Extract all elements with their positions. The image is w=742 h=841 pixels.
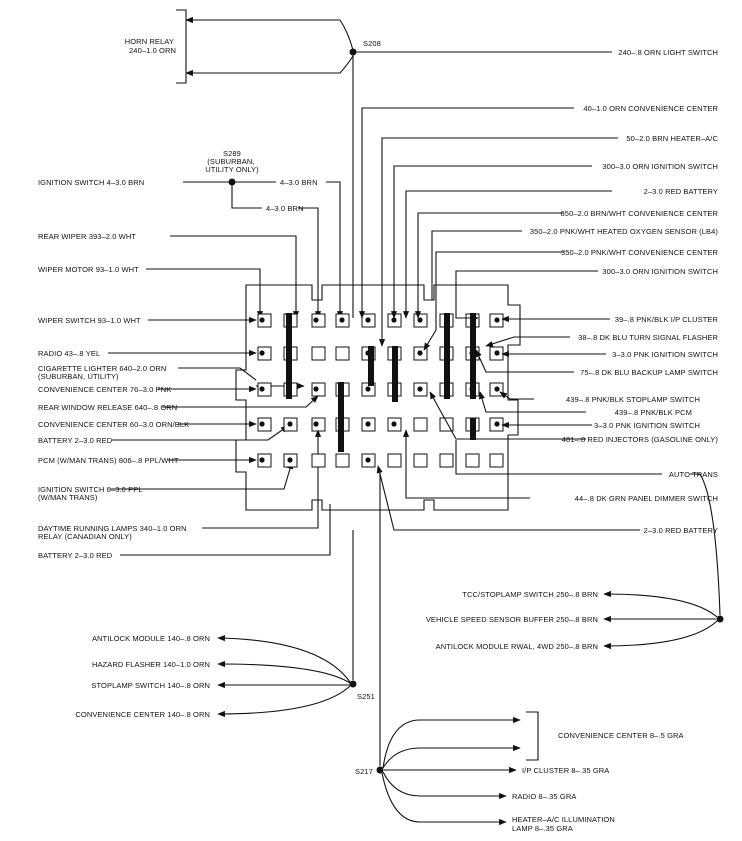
center-label-1: 4–3.0 BRN bbox=[280, 178, 318, 187]
s289-note: (SUBURBAN, UTILITY ONLY) bbox=[205, 157, 259, 174]
brown-label-vss-buffer: VEHICLE SPEED SENSOR BUFFER 250–.8 BRN bbox=[426, 615, 598, 624]
left-label-convenience-center-60: CONVENIENCE CENTER 60–3.0 ORN/BLK bbox=[38, 420, 189, 429]
left-label-battery-1: BATTERY 2–3.0 RED bbox=[38, 436, 113, 445]
left-labels: IGNITION SWITCH 4–3.0 BRN REAR WIPER 393… bbox=[38, 178, 189, 560]
terminal-grid bbox=[257, 313, 504, 468]
s208-splice-dot bbox=[349, 48, 357, 56]
right-label-turn-signal-flasher: 38–.8 DK BLU TURN SIGNAL FLASHER bbox=[578, 333, 718, 342]
right-label-injectors: 481–.8 RED INJECTORS (GASOLINE ONLY) bbox=[562, 435, 719, 444]
left-label-rear-wiper: REAR WIPER 393–2.0 WHT bbox=[38, 232, 136, 241]
bulkhead-connector bbox=[235, 284, 521, 511]
s251-label-stoplamp-switch: STOPLAMP SWITCH 140–.8 ORN bbox=[91, 681, 210, 690]
s251-splice-dot bbox=[349, 680, 357, 688]
left-label-convenience-center-76: CONVENIENCE CENTER 76–3.0 PNK bbox=[38, 385, 171, 394]
brown-splice-dot bbox=[716, 615, 724, 623]
right-label-convenience-center-350: 350–2.0 PNK/WHT CONVENIENCE CENTER bbox=[561, 248, 719, 257]
s208-section: S208 bbox=[176, 9, 612, 318]
s251-label-antilock-module: ANTILOCK MODULE 140–.8 ORN bbox=[92, 634, 210, 643]
left-label-wiper-motor: WIPER MOTOR 93–1.0 WHT bbox=[38, 265, 139, 274]
right-label-light-switch: 240–.8 ORN LIGHT SWITCH bbox=[618, 48, 718, 57]
s251-label-hazard-flasher: HAZARD FLASHER 140–1.0 ORN bbox=[92, 660, 210, 669]
left-label-ignition-switch-4: IGNITION SWITCH 4–3.0 BRN bbox=[38, 178, 144, 187]
right-label-battery-b: 2–3.0 RED BATTERY bbox=[644, 526, 718, 535]
right-label-heater-ac: 50–2.0 BRN HEATER–A/C bbox=[626, 134, 718, 143]
left-label-battery-2: BATTERY 2–3.0 RED bbox=[38, 551, 113, 560]
right-label-backup-lamp-switch: 75–.8 DK BLU BACKUP LAMP SWITCH bbox=[580, 368, 718, 377]
s251-section: S251 ANTILOCK MODULE 140–.8 ORN HAZARD F… bbox=[75, 530, 375, 719]
s217-splice-dot bbox=[376, 766, 384, 774]
left-label-cigarette-lighter: CIGARETTE LIGHTER 640–2.0 ORN (SUBURBAN,… bbox=[38, 364, 169, 381]
left-label-ignition-switch-6: IGNITION SWITCH 6–3.0 PPL (W/MAN TRANS) bbox=[38, 485, 145, 502]
s208-label: S208 bbox=[363, 39, 381, 48]
brown-label-antilock-rwal: ANTILOCK MODULE RWAL, 4WD 250–.8 BRN bbox=[436, 642, 598, 651]
right-label-stoplamp-switch-439: 439–.8 PNK/BLK STOPLAMP SWITCH bbox=[566, 395, 700, 404]
right-label-ignition-switch-300b: 300–3.0 ORN IGNITION SWITCH bbox=[602, 267, 718, 276]
s251-label: S251 bbox=[357, 692, 375, 701]
s289-section: S289 (SUBURBAN, UTILITY ONLY) 4–3.0 BRN … bbox=[183, 149, 344, 319]
right-label-pcm-439: 439–.8 PNK/BLK PCM bbox=[615, 408, 692, 417]
terminal-dots bbox=[259, 317, 500, 463]
left-label-rear-window-release: REAR WINDOW RELEASE 640–.8 ORN bbox=[38, 403, 177, 412]
left-label-radio: RADIO 43–.8 YEL bbox=[38, 349, 100, 358]
s217-label-convenience-center: CONVENIENCE CENTER 8–.5 GRA bbox=[558, 731, 684, 740]
s289-splice-dot bbox=[228, 178, 236, 186]
bus-bars bbox=[286, 313, 476, 452]
left-label-pcm: PCM (W/MAN TRANS) 806–.8 PPL/WHT bbox=[38, 456, 179, 465]
right-wires bbox=[358, 107, 721, 616]
s217-label: S217 bbox=[355, 767, 373, 776]
left-label-horn-relay: HORN RELAY 240–1.0 ORN bbox=[125, 37, 176, 55]
right-label-convenience-center-40: 40–1.0 ORN CONVENIENCE CENTER bbox=[583, 104, 718, 113]
right-label-ignition-switch-300a: 300–3.0 ORN IGNITION SWITCH bbox=[602, 162, 718, 171]
left-wires bbox=[108, 235, 331, 556]
s217-section: S217 CONVENIENCE CENTER 8–.5 GRA I/P CLU… bbox=[355, 470, 684, 833]
left-label-wiper-switch: WIPER SWITCH 93–1.0 WHT bbox=[38, 316, 141, 325]
brown-splice-section: TCC/STOPLAMP SWITCH 250–.8 BRN VEHICLE S… bbox=[426, 590, 724, 651]
s217-label-heater-ac-illumination: HEATER–A/C ILLUMINATION LAMP 8–.35 GRA bbox=[512, 815, 617, 833]
right-label-battery-a: 2–3.0 RED BATTERY bbox=[644, 187, 718, 196]
s217-label-radio: RADIO 8–.35 GRA bbox=[512, 792, 576, 801]
s217-label-ip-cluster: I/P CLUSTER 8–.35 GRA bbox=[522, 766, 609, 775]
right-label-ignition-switch-3a: 3–3.0 PNK IGNITION SWITCH bbox=[612, 350, 718, 359]
s251-label-convenience-center: CONVENIENCE CENTER 140–.8 ORN bbox=[75, 710, 210, 719]
right-label-heated-oxygen-sensor: 350–2.0 PNK/WHT HEATED OXYGEN SENSOR (LB… bbox=[530, 227, 719, 236]
left-label-daytime-running-lamps: DAYTIME RUNNING LAMPS 340–1.0 ORN RELAY … bbox=[38, 524, 189, 541]
brown-label-tcc-stoplamp: TCC/STOPLAMP SWITCH 250–.8 BRN bbox=[462, 590, 598, 599]
right-label-ip-cluster-39: 39–.8 PNK/BLK I/P CLUSTER bbox=[615, 315, 719, 324]
right-label-panel-dimmer-switch: 44–.8 DK GRN PANEL DIMMER SWITCH bbox=[575, 494, 718, 503]
s289-label: S289 bbox=[223, 149, 241, 158]
center-label-2: 4–3.0 BRN bbox=[266, 204, 304, 213]
right-labels: 240–.8 ORN LIGHT SWITCH 40–1.0 ORN CONVE… bbox=[530, 48, 719, 535]
right-label-ignition-switch-3b: 3–3.0 PNK IGNITION SWITCH bbox=[594, 421, 700, 430]
right-label-convenience-center-650: 650–2.0 BRN/WHT CONVENIENCE CENTER bbox=[561, 209, 719, 218]
